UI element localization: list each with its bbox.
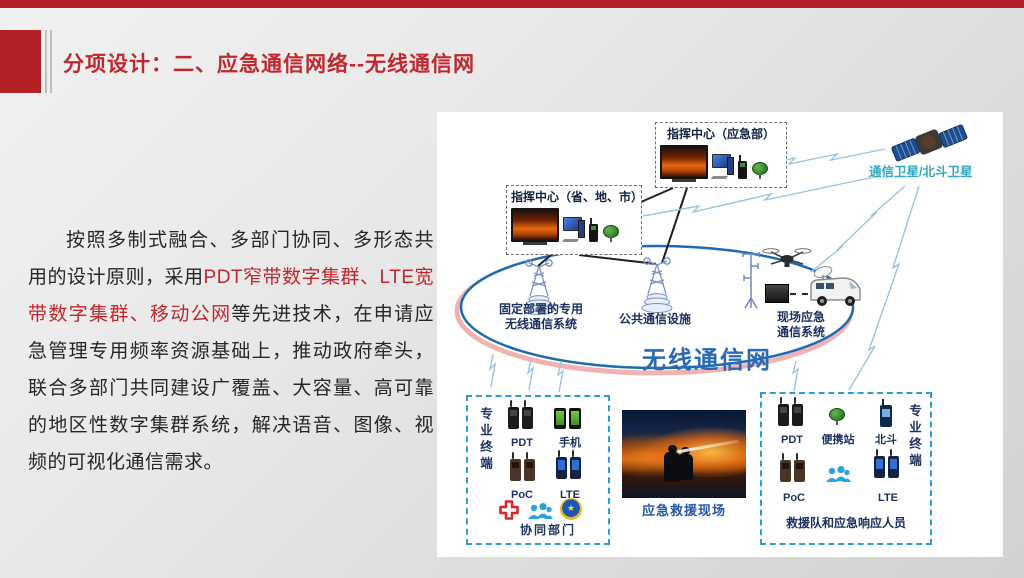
command-center-emergency-label: 指挥中心（应急部）: [666, 127, 775, 141]
wireless-network-label: 无线通信网: [642, 347, 772, 374]
rescue-scene-label: 应急救援现场: [641, 503, 726, 518]
firefighter-silhouette: [676, 447, 693, 481]
top-accent-bar: [0, 0, 1024, 8]
beidou-terminal-icon: [880, 399, 892, 427]
satellite-label: 通信卫星/北斗卫星: [869, 165, 973, 179]
firefighter-silhouette: [664, 445, 681, 483]
poc-radios-icon: [510, 452, 535, 481]
desktop-pc-icon: [563, 217, 585, 242]
right-box-bottom-label: 救援队和应急响应人员: [785, 516, 906, 530]
portable-station-icon: [828, 408, 846, 425]
network-diagram-panel: 指挥中心（应急部） 指挥中心（省、地、市）: [437, 112, 1003, 557]
poc-label: PoC: [783, 492, 805, 504]
pdt-label: PDT: [781, 434, 803, 446]
police-badge-icon: [560, 498, 582, 520]
cable-links: [537, 187, 688, 267]
command-center-emergency-box: 指挥中心（应急部）: [655, 122, 787, 188]
field-system-label: 现场应急 通信系统: [776, 310, 825, 339]
walkie-talkie-icon: [738, 155, 747, 179]
body-text-part1: 按照多制式融合、多部门协同、多形态共用的设计原则，采用: [28, 230, 434, 288]
smartphones-icon: [554, 408, 581, 429]
beidou-label: 北斗: [875, 434, 897, 446]
team-icon: [528, 503, 553, 519]
left-box-side-label: 专业终端: [478, 407, 492, 473]
team-icon: [826, 466, 851, 482]
drone-icon: [762, 248, 812, 267]
satellite-dish-icon: [751, 162, 769, 179]
cooperating-departments-box: 专业终端 PDT 手机 PoC LTE 协同部门: [466, 395, 610, 545]
field-comm-unit-icon: [765, 284, 789, 303]
page-title: 分项设计：二、应急通信网络--无线通信网: [63, 53, 475, 76]
rescue-team-box: 专业终端 PDT 便携站 北斗 PoC LTE 救援队和应急响应人员: [760, 392, 932, 545]
field-dashed-link: [790, 293, 808, 295]
fixed-system-label: 固定部署的专用 无线通信系统: [498, 302, 583, 331]
lte-radios-icon: [556, 450, 581, 479]
fire-monitor-icon: [511, 208, 559, 242]
antenna-pole-icon: [742, 252, 760, 309]
title-divider-line: [50, 30, 52, 93]
command-center-province-label: 指挥中心（省、地、市）: [511, 190, 644, 204]
pdt-radios-icon: [778, 397, 803, 426]
fire-monitor-icon: [660, 145, 708, 179]
portable-station-label: 便携站: [821, 434, 855, 446]
right-box-side-label: 专业终端: [907, 404, 921, 470]
poc-label: PoC: [511, 489, 533, 501]
body-text-highlight: PDT窄带数字集群、LTE宽带数字集群、移动公网: [28, 267, 434, 325]
left-box-bottom-label: 协同部门: [519, 523, 576, 537]
comm-van-icon: [810, 265, 861, 306]
body-paragraph: 按照多制式融合、多部门协同、多形态共用的设计原则，采用PDT窄带数字集群、LTE…: [28, 222, 434, 481]
public-facility-label: 公共通信设施: [618, 312, 691, 326]
title-accent-square: [0, 30, 41, 93]
lte-radios-icon: [874, 449, 899, 478]
desktop-pc-icon: [712, 154, 734, 179]
comm-tower-icon: [641, 257, 673, 313]
title-divider-line: [45, 30, 47, 93]
satellite-icon: [891, 124, 968, 162]
phone-label: 手机: [559, 437, 581, 449]
lte-label: LTE: [878, 492, 898, 504]
pdt-radios-icon: [508, 400, 533, 429]
walkie-talkie-icon: [589, 218, 598, 242]
pdt-label: PDT: [511, 437, 533, 449]
poc-radios-icon: [780, 453, 805, 482]
comm-tower-icon: [523, 259, 555, 315]
red-cross-icon: [499, 500, 519, 520]
satellite-dish-icon: [602, 225, 620, 242]
body-text-part3: 等先进技术，在申请应急管理专用频率资源基础上，推动政府牵头，联合多部门共同建设广…: [28, 304, 434, 473]
rescue-scene-photo: [622, 410, 746, 498]
wireless-links: [488, 148, 920, 393]
command-center-province-box: 指挥中心（省、地、市）: [506, 185, 644, 255]
